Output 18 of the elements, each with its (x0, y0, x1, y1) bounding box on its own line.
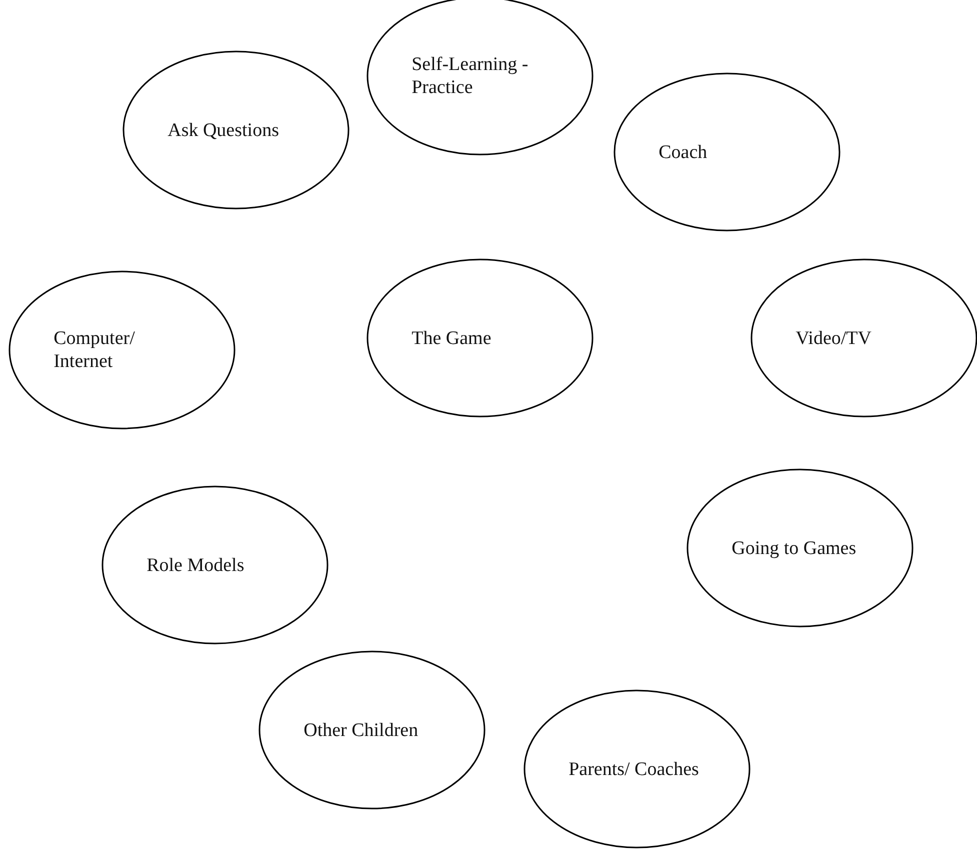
node-label: Going to Games (732, 536, 858, 560)
node-label: Role Models (146, 554, 246, 576)
ellipse-node (8, 270, 236, 430)
node-label: Computer/ Internet (54, 327, 136, 373)
ellipse-node (366, 258, 594, 418)
node-label: Self-Learning - Practice (412, 53, 530, 99)
node-label: Other Children (304, 718, 420, 742)
ellipse-node (686, 468, 914, 628)
node-label: The Game (412, 326, 492, 350)
ellipse-node (613, 72, 841, 232)
node-label: Video/TV (796, 326, 872, 350)
ellipse-node (122, 50, 350, 210)
ellipse-node (101, 485, 329, 645)
node-label: Coach (658, 140, 708, 164)
ellipse-node (258, 650, 486, 810)
node-label: Ask Questions (168, 118, 280, 142)
node-label: Parents/ Coaches (568, 758, 700, 780)
ellipse-node (523, 689, 751, 849)
